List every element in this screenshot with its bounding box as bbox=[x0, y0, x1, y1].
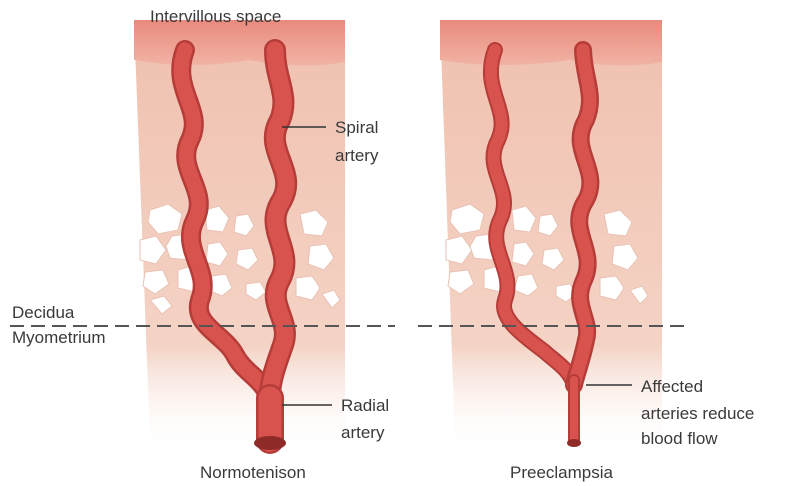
tissue-right bbox=[440, 20, 662, 455]
spiral-artery-label-line2: artery bbox=[335, 145, 378, 167]
radial-artery-label-line2: artery bbox=[341, 422, 384, 444]
decidua-label: Decidua bbox=[12, 302, 74, 324]
tissue-left bbox=[134, 20, 345, 455]
affected-arteries-label-line1: Affected bbox=[641, 376, 703, 398]
normotension-caption: Normotenison bbox=[200, 462, 306, 484]
artery-opening-right bbox=[567, 439, 581, 447]
preeclampsia-panel bbox=[440, 20, 662, 455]
affected-arteries-label-line3: blood flow bbox=[641, 428, 718, 450]
preeclampsia-caption: Preeclampsia bbox=[510, 462, 613, 484]
radial-artery-label-line1: Radial bbox=[341, 395, 389, 417]
normotension-panel bbox=[134, 20, 345, 455]
myometrium-label: Myometrium bbox=[12, 327, 106, 349]
intervillous-space-label: Intervillous space bbox=[150, 6, 281, 28]
intervillous-band-right bbox=[440, 20, 662, 66]
spiral-artery-label-line1: Spiral bbox=[335, 117, 378, 139]
radial-artery-opening-left bbox=[254, 436, 286, 450]
affected-arteries-label-line2: arteries reduce bbox=[641, 403, 754, 425]
